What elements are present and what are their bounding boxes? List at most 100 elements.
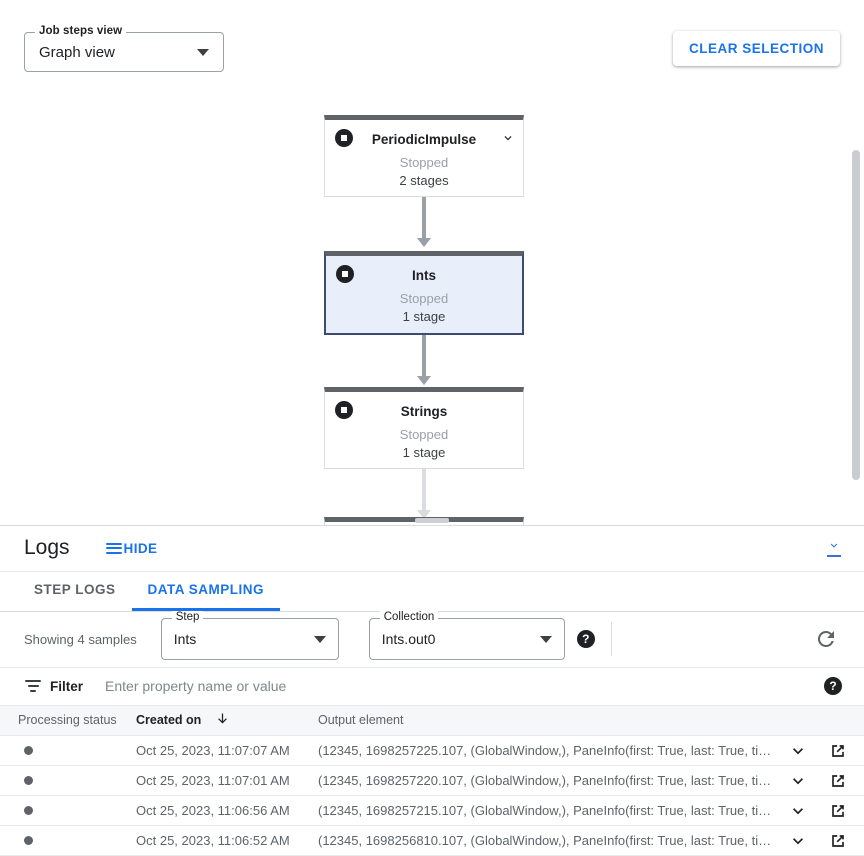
graph-vertical-scrollbar[interactable] [852,150,860,480]
cell-open-in-new[interactable] [820,826,864,856]
hide-logs-button[interactable]: HIDE [105,540,158,556]
node-status: Stopped [399,427,449,442]
logs-panel: Logs HIDE STEP LOGS DATA SAMPLING Showin… [0,517,864,856]
node-title: PeriodicImpulse [371,131,477,147]
graph-edge-1 [417,197,431,247]
clear-selection-button[interactable]: CLEAR SELECTION [672,31,840,66]
cell-expand[interactable] [780,826,820,856]
filter-icon [24,679,42,693]
collection-select[interactable]: Collection Ints.out0 [368,611,565,660]
status-dot-icon [24,806,33,815]
column-header-expand [780,705,820,736]
node-header: Ints [326,262,522,288]
column-header-open [820,705,864,736]
chevron-down-icon[interactable] [788,771,808,791]
logs-title: Logs [24,536,70,559]
node-header: PeriodicImpulse [325,126,523,152]
table-row[interactable]: Oct 25, 2023, 11:07:07 AM (12345, 169825… [0,736,864,766]
cell-output-element: (12345, 1698257220.107, (GlobalWindow,),… [318,773,780,788]
filter-row: Filter ? [0,668,864,706]
samples-table: Processing status Created on Output elem… [0,705,864,856]
job-steps-view-select[interactable]: Job steps view Graph view [24,25,224,72]
chevron-down-icon[interactable] [788,801,808,821]
chevron-down-icon[interactable] [501,131,515,145]
logs-tabs: STEP LOGS DATA SAMPLING [0,572,864,612]
graph-toolbar: Job steps view Graph view CLEAR SELECTIO… [0,0,864,92]
filter-input[interactable] [105,678,606,694]
status-dot-icon [24,776,33,785]
graph-node-strings[interactable]: Strings Stopped 1 stage [324,387,524,469]
column-header-processing-status[interactable]: Processing status [0,705,128,736]
cell-created-on: Oct 25, 2023, 11:06:56 AM [136,803,290,818]
job-steps-view-label: Job steps view [35,25,127,37]
table-head: Processing status Created on Output elem… [0,705,864,736]
tab-step-logs[interactable]: STEP LOGS [34,582,116,597]
node-title: Ints [411,267,436,283]
table-row[interactable]: Oct 25, 2023, 11:07:01 AM (12345, 169825… [0,766,864,796]
status-dot-icon [24,746,33,755]
hide-logs-label: HIDE [123,540,158,556]
step-select-label: Step [171,611,204,623]
tab-data-sampling[interactable]: DATA SAMPLING [131,572,281,611]
cell-processing-status [0,826,128,856]
graph-canvas[interactable]: PeriodicImpulse Stopped 2 stages Ints St… [0,0,864,525]
node-stages: 2 stages [399,173,449,188]
sampling-controls: Showing 4 samples Step Ints Collection I… [0,611,864,668]
column-header-created-on-label: Created on [136,713,202,728]
node-stages: 1 stage [402,445,446,460]
showing-samples-label: Showing 4 samples [24,631,137,647]
step-select[interactable]: Step Ints [160,611,339,660]
chevron-down-icon[interactable] [788,741,808,761]
menu-icon [105,541,122,555]
filter-label: Filter [50,678,84,694]
panel-resize-handle[interactable] [415,517,449,523]
column-header-output-element[interactable]: Output element [310,705,780,736]
logs-header: Logs HIDE [0,526,864,572]
chevron-down-icon [539,635,552,643]
cell-open-in-new[interactable] [820,796,864,826]
table-header-row: Processing status Created on Output elem… [0,705,864,736]
cell-expand[interactable] [780,766,820,796]
cell-created-on: Oct 25, 2023, 11:06:52 AM [136,833,290,848]
status-dot-icon [24,836,33,845]
samples-table-wrapper: Processing status Created on Output elem… [0,705,864,856]
stop-icon [336,265,354,283]
collapse-panel-button[interactable] [822,536,846,560]
cell-processing-status [0,796,128,826]
cell-output-element: (12345, 1698256810.107, (GlobalWindow,),… [318,833,780,848]
collection-select-value: Ints.out0 [381,631,436,647]
node-header: Strings [325,398,523,424]
cell-output-element: (12345, 1698257225.107, (GlobalWindow,),… [318,743,780,758]
open-in-new-icon[interactable] [828,801,848,821]
graph-edge-3 [417,469,431,519]
table-row[interactable]: Oct 25, 2023, 11:06:52 AM (12345, 169825… [0,826,864,856]
table-body: Oct 25, 2023, 11:07:07 AM (12345, 169825… [0,736,864,856]
step-select-value: Ints [173,631,197,647]
graph-node-periodicimpulse[interactable]: PeriodicImpulse Stopped 2 stages [324,115,524,197]
node-stages: 1 stage [402,309,446,324]
node-title: Strings [400,403,448,419]
cell-expand[interactable] [780,736,820,766]
filter-help-icon[interactable]: ? [824,677,842,695]
cell-created-on: Oct 25, 2023, 11:07:01 AM [136,773,290,788]
table-row[interactable]: Oct 25, 2023, 11:06:56 AM (12345, 169825… [0,796,864,826]
stop-icon [335,401,353,419]
open-in-new-icon[interactable] [828,771,848,791]
vertical-divider [610,622,612,656]
job-graph-pane: Job steps view Graph view CLEAR SELECTIO… [0,0,864,526]
cell-open-in-new[interactable] [820,766,864,796]
column-header-created-on[interactable]: Created on [128,705,310,736]
cell-processing-status [0,766,128,796]
chevron-down-icon [197,48,209,56]
open-in-new-icon[interactable] [828,741,848,761]
refresh-button[interactable] [814,627,838,651]
chevron-down-icon[interactable] [788,831,808,851]
collection-help-icon[interactable]: ? [576,630,595,648]
open-in-new-icon[interactable] [828,831,848,851]
graph-node-ints[interactable]: Ints Stopped 1 stage [324,251,524,335]
cell-created-on: Oct 25, 2023, 11:07:07 AM [136,743,290,758]
cell-open-in-new[interactable] [820,736,864,766]
cell-output-element: (12345, 1698257215.107, (GlobalWindow,),… [318,803,780,818]
cell-expand[interactable] [780,796,820,826]
